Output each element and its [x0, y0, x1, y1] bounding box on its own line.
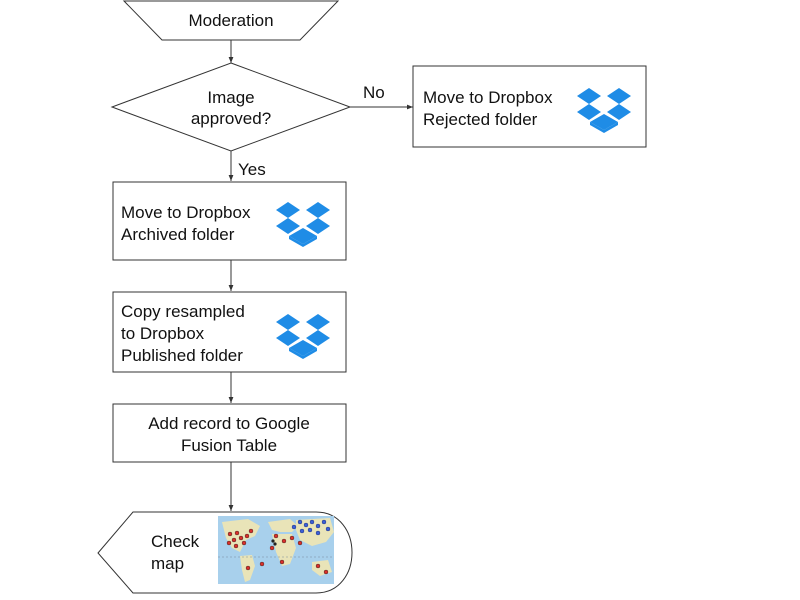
- published-label-line2: to Dropbox: [121, 324, 205, 343]
- node-moderation: Moderation: [122, 0, 340, 41]
- checkmap-label-line2: map: [151, 554, 184, 573]
- node-archived: Move to Dropbox Archived folder: [112, 181, 347, 261]
- world-map-thumbnail: [218, 516, 334, 584]
- node-published: Copy resampled to Dropbox Published fold…: [112, 291, 347, 373]
- fusion-label-line1: Add record to Google: [148, 414, 310, 433]
- moderation-label: Moderation: [188, 11, 273, 30]
- node-decision: Image approved?: [110, 62, 352, 152]
- published-label-line3: Published folder: [121, 346, 243, 365]
- decision-label-line2: approved?: [191, 109, 271, 128]
- checkmap-label-line1: Check: [151, 532, 200, 551]
- archived-label-line1: Move to Dropbox: [121, 203, 251, 222]
- fusion-label-line2: Fusion Table: [181, 436, 277, 455]
- rejected-label-line1: Move to Dropbox: [423, 88, 553, 107]
- decision-label-line1: Image: [207, 88, 254, 107]
- node-checkmap: Check map: [97, 511, 353, 594]
- archived-label-line2: Archived folder: [121, 225, 235, 244]
- node-fusion: Add record to Google Fusion Table: [112, 403, 347, 463]
- published-label-line1: Copy resampled: [121, 302, 245, 321]
- edge-no-label: No: [363, 83, 385, 102]
- edge-yes-label: Yes: [238, 160, 266, 179]
- rejected-label-line2: Rejected folder: [423, 110, 538, 129]
- node-rejected: Move to Dropbox Rejected folder: [412, 65, 647, 148]
